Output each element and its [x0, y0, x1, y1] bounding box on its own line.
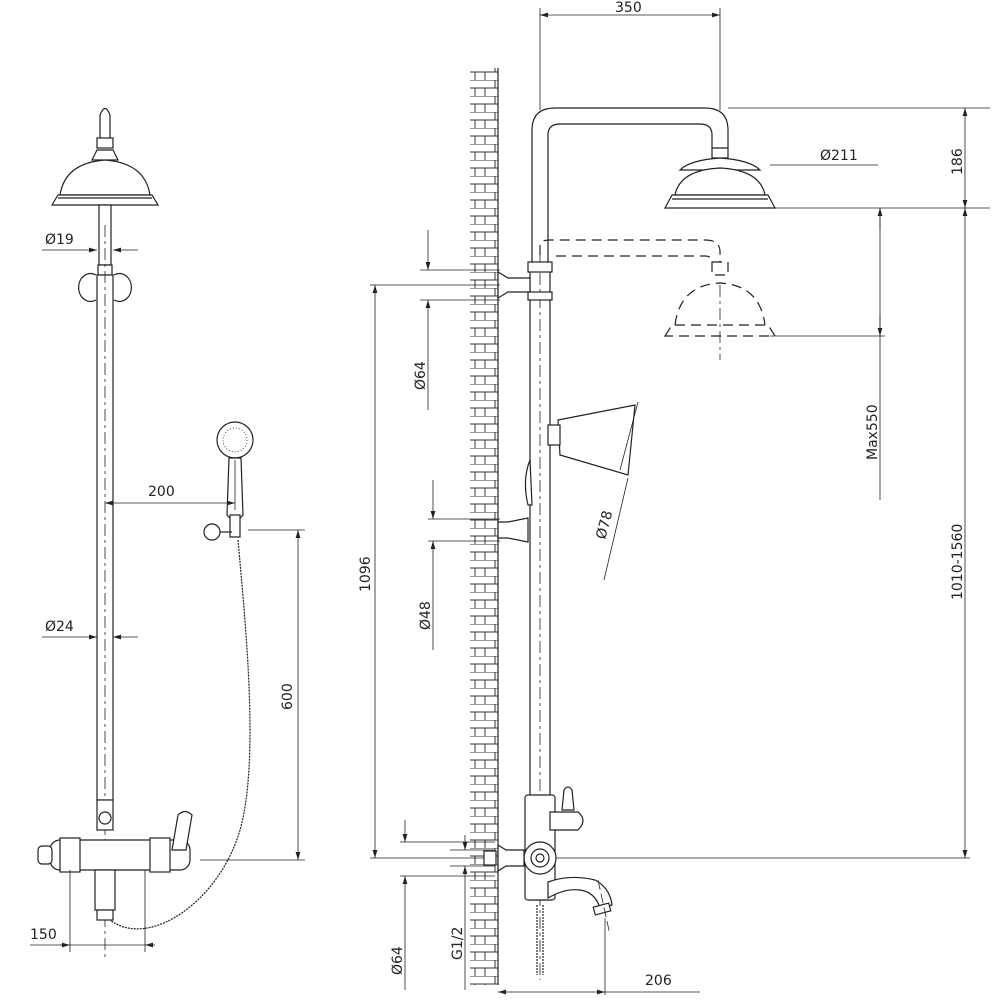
brick-wall: [470, 68, 498, 985]
lever-side: [549, 811, 584, 831]
rain-head: [674, 167, 766, 196]
hose: [109, 539, 251, 930]
side-view: 350 186 Ø211 Max550 1010-1560 Ø78 1096 Ø…: [358, 0, 990, 995]
dim-range: 1010-1560: [950, 524, 966, 600]
dim-hand-offset: 200: [148, 484, 175, 500]
dim-top-flange-dia: Ø64: [413, 361, 429, 390]
dim-hand-dia: Ø78: [593, 509, 616, 541]
dim-pipe-dia: Ø24: [45, 619, 74, 635]
dim-bottom-flange-dia: Ø64: [390, 946, 406, 975]
dim-pipe-top-dia: Ø19: [45, 232, 74, 248]
dim-adjust: Max550: [865, 404, 881, 460]
bracket: [78, 272, 132, 303]
dim-spout-reach: 206: [645, 973, 672, 989]
dim-overall-height: 1096: [358, 556, 374, 592]
riser-pipe: [96, 274, 114, 801]
dim-head-height: 186: [950, 148, 966, 175]
hand-holder: [203, 523, 221, 541]
dim-arm-reach: 350: [615, 0, 642, 16]
hand-shower-side: [557, 404, 636, 476]
spout: [94, 869, 116, 911]
bath-spout: [547, 876, 613, 909]
hand-holder-side: [497, 517, 529, 543]
hand-shower-head: [216, 421, 254, 459]
shower-arm: [531, 107, 729, 270]
dim-valve-width: 150: [30, 927, 57, 943]
dim-holder-height: 600: [280, 683, 296, 710]
dim-head-dia: Ø211: [820, 148, 858, 164]
dim-thread: G1/2: [450, 927, 466, 960]
head-finial: [99, 107, 111, 141]
lowered-head-position: [663, 261, 777, 337]
shower-head: [59, 159, 151, 196]
hose-side: [536, 905, 544, 975]
front-view: Ø19 200 Ø24 600 150: [30, 107, 305, 960]
lever-handle: [171, 810, 193, 851]
bottom-wall-bracket: [497, 843, 525, 873]
top-wall-bracket: [497, 270, 531, 300]
dim-holder-flange-dia: Ø48: [418, 601, 434, 630]
